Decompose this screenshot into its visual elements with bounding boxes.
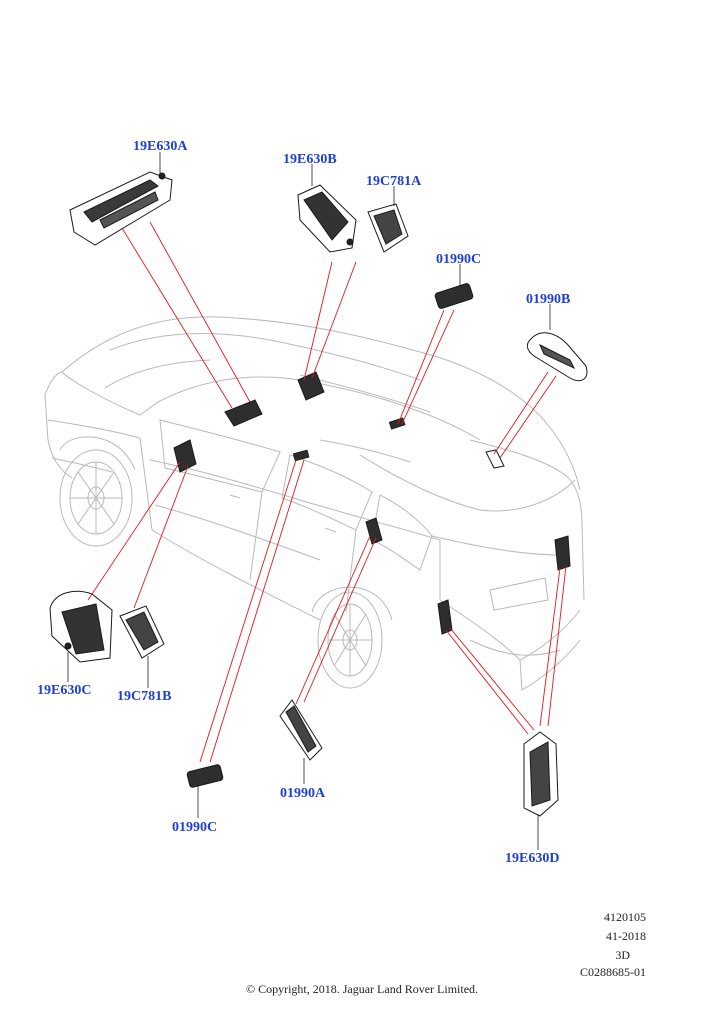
switch-19C781A-icon — [367, 203, 409, 253]
vent-19E630B-icon — [297, 184, 357, 253]
label-stubs — [67, 152, 551, 850]
label-19E630D: 19E630D — [505, 851, 559, 866]
leader-lines — [87, 221, 567, 763]
label-01990C-top: 01990C — [436, 252, 481, 267]
diagram-code: 4120105 — [604, 910, 646, 924]
vent-01990B-icon — [526, 332, 588, 382]
vent-01990A-icon — [279, 699, 323, 761]
diagram-reference: C0288685-01 — [580, 965, 646, 979]
vent-19E630C-icon — [49, 590, 113, 663]
diagram-view: 3D — [615, 948, 630, 962]
label-19E630B: 19E630B — [283, 152, 337, 167]
switch-01990C-bottom-icon — [186, 764, 224, 788]
switch-19C781B-icon — [119, 605, 165, 659]
label-19E630C: 19E630C — [37, 683, 91, 698]
vent-19E630D-icon — [523, 731, 559, 817]
copyright-notice: © Copyright, 2018. Jaguar Land Rover Lim… — [245, 982, 479, 996]
switch-01990C-top-icon — [434, 283, 474, 309]
label-01990C-bottom: 01990C — [172, 820, 217, 835]
label-19E630A: 19E630A — [133, 139, 188, 154]
label-19C781B: 19C781B — [117, 689, 171, 704]
vent-19E630A-icon — [69, 171, 173, 246]
label-01990A: 01990A — [280, 786, 326, 801]
diagram-date-code: 41-2018 — [606, 929, 646, 943]
label-19C781A: 19C781A — [366, 174, 422, 189]
label-01990B: 01990B — [526, 292, 570, 307]
vehicle-part-markers — [173, 371, 571, 635]
